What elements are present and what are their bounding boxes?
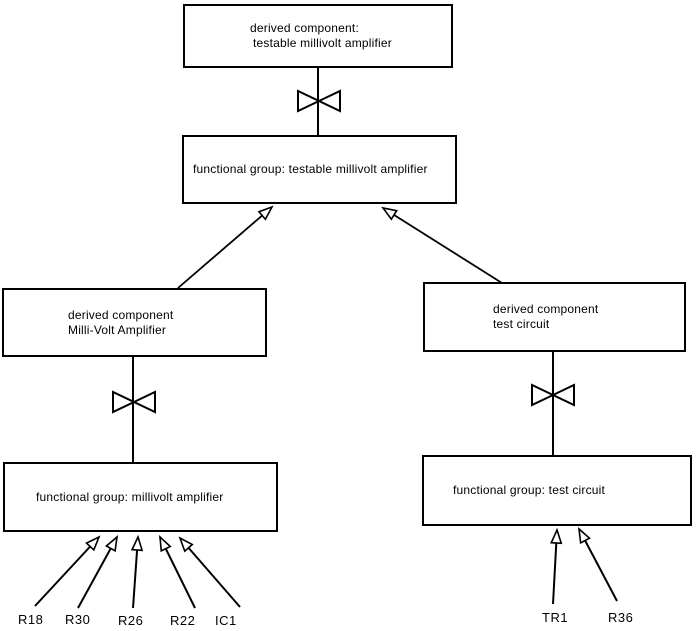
box-label-line: derived component: [68, 307, 174, 322]
arrow-r30-to-fg-mva: [77, 535, 119, 609]
arrow-derived-mva-to-fg-testable: [177, 205, 274, 289]
box-label-line: test circuit: [493, 317, 550, 331]
box-label-line: functional group: test circuit: [453, 483, 606, 497]
box-label-line: functional group: millivolt amplifier: [36, 489, 224, 504]
box-label-line: testable millivolt amplifier: [253, 36, 392, 50]
box-derived-component-milli-volt-amplifier: derived component Milli-Volt Amplifier: [2, 288, 267, 357]
box-derived-component-testable-millivolt-amplifier: derived component: testable millivolt am…: [183, 4, 453, 68]
box-functional-group-test-circuit: functional group: test circuit: [422, 455, 692, 526]
arrow-derived-tc-to-fg-testable: [381, 206, 503, 284]
arrow-r22-to-fg-mva: [159, 535, 196, 609]
arrow-tr1-to-fg-tc: [550, 527, 563, 605]
arrow-r18-to-fg-mva: [34, 535, 101, 607]
decomposition-bowtie-icon: [112, 390, 156, 414]
box-derived-component-test-circuit: derived component test circuit: [423, 282, 686, 352]
arrow-ic1-to-fg-mva: [178, 536, 241, 608]
arrow-r36-to-fg-tc: [577, 527, 618, 602]
box-label-line: functional group: testable millivolt amp…: [193, 162, 428, 176]
leaf-label-ic1: IC1: [215, 613, 237, 628]
leaf-label-tr1: TR1: [542, 610, 569, 625]
box-functional-group-millivolt-amplifier: functional group: millivolt amplifier: [3, 462, 278, 532]
leaf-label-r26: R26: [118, 613, 144, 628]
box-label-line: Milli-Volt Amplifier: [68, 322, 167, 337]
leaf-label-r36: R36: [608, 610, 634, 625]
leaf-label-r30: R30: [65, 612, 91, 627]
leaf-label-r22: R22: [170, 613, 196, 628]
box-functional-group-testable-millivolt-amplifier: functional group: testable millivolt amp…: [182, 135, 457, 204]
box-label-line: derived component:: [250, 21, 359, 35]
arrow-r26-to-fg-mva: [130, 534, 144, 609]
leaf-label-r18: R18: [18, 612, 44, 627]
decomposition-bowtie-icon: [297, 89, 341, 113]
box-label-line: derived component: [493, 302, 599, 316]
decomposition-bowtie-icon: [531, 383, 575, 407]
